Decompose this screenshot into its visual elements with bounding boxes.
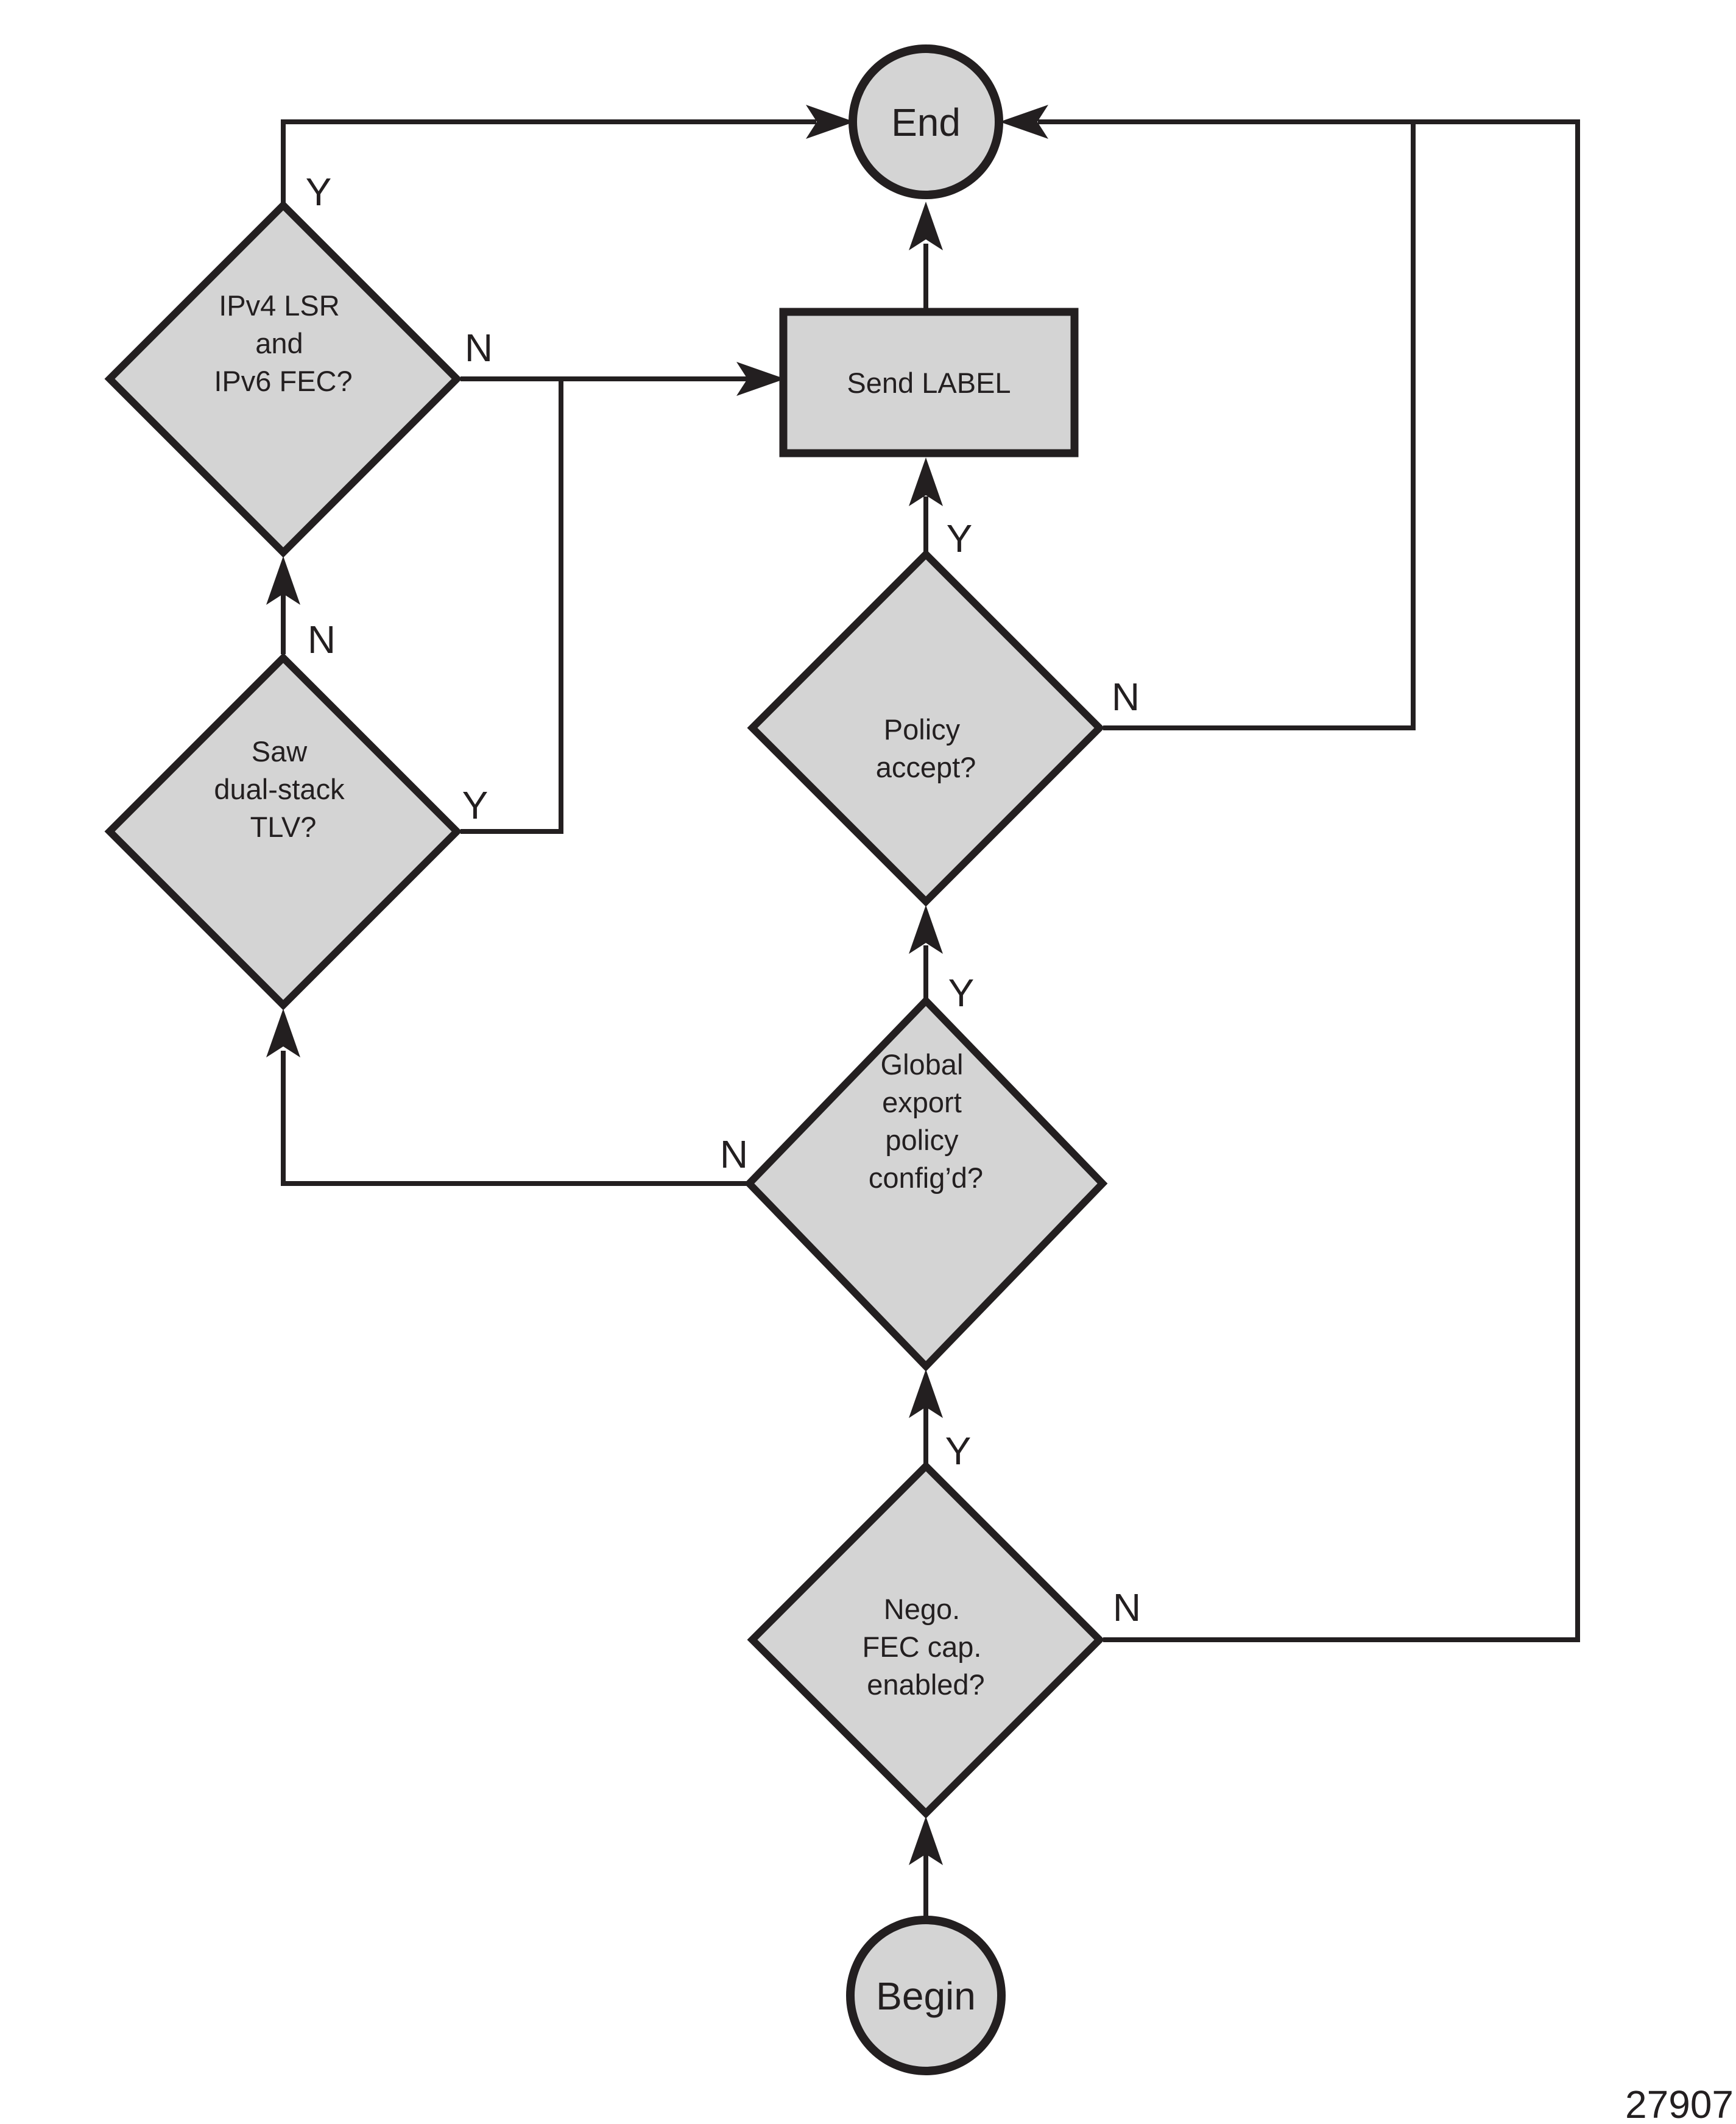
edge-policy-no-to-end: [1103, 124, 1416, 730]
policy-accept-text: Policy accept?: [876, 713, 976, 783]
edge-ipv4-yes-to-end: [281, 119, 816, 209]
nego-yes-label: Y: [945, 1429, 972, 1473]
arrowhead-into-global-icon: [909, 1369, 943, 1418]
edge-saw-yes-junction: [460, 379, 563, 834]
global-export-text: Global export policy config’d?: [869, 1048, 983, 1194]
policy-accept-decision: [747, 549, 1105, 907]
nego-no-label: N: [1113, 1586, 1141, 1629]
saw-dual-stack-text: Saw dual-stack TLV?: [214, 735, 352, 843]
edge-nego-no-to-end: [1038, 119, 1580, 1642]
end-label: End: [891, 101, 961, 144]
arrowhead-into-policy-icon: [909, 905, 943, 954]
global-yes-label: Y: [948, 971, 975, 1015]
global-no-label: N: [720, 1132, 748, 1176]
begin-terminator: [846, 1916, 1006, 2075]
ipv4-lsr-decision: [104, 200, 462, 558]
begin-label: Begin: [876, 1974, 976, 2018]
nego-fec-text: Nego. FEC cap. enabled?: [863, 1593, 990, 1701]
edge-global-no-to-saw: [281, 1051, 753, 1186]
figure-number: 27907: [1625, 2083, 1734, 2124]
arrowhead-into-nego-icon: [909, 1816, 943, 1865]
arrowhead-into-end-bottom-icon: [909, 202, 943, 250]
policy-yes-label: Y: [947, 517, 973, 560]
arrowhead-into-end-left-icon: [806, 105, 855, 139]
arrowhead-into-end-right-icon: [1000, 105, 1048, 139]
policy-no-label: N: [1112, 675, 1140, 719]
saw-no-label: N: [308, 618, 336, 662]
nego-fec-decision: [747, 1461, 1105, 1819]
send-label-text: Send LABEL: [847, 367, 1011, 399]
arrowhead-into-sendlabel-left-icon: [736, 362, 785, 396]
send-label-process: [779, 308, 1079, 457]
arrowhead-into-ipv4-icon: [266, 556, 300, 605]
global-export-decision: [744, 995, 1108, 1372]
saw-dual-stack-decision: [104, 652, 462, 1011]
arrowhead-into-saw-icon: [266, 1009, 300, 1057]
arrowhead-into-sendlabel-bottom-icon: [909, 457, 943, 506]
ipv4-no-label: N: [465, 326, 493, 370]
ipv4-lsr-text: IPv4 LSR and IPv6 FEC?: [214, 289, 352, 397]
saw-yes-label: Y: [462, 783, 489, 827]
end-terminator: [849, 44, 1003, 199]
ipv4-yes-label: Y: [306, 170, 332, 214]
